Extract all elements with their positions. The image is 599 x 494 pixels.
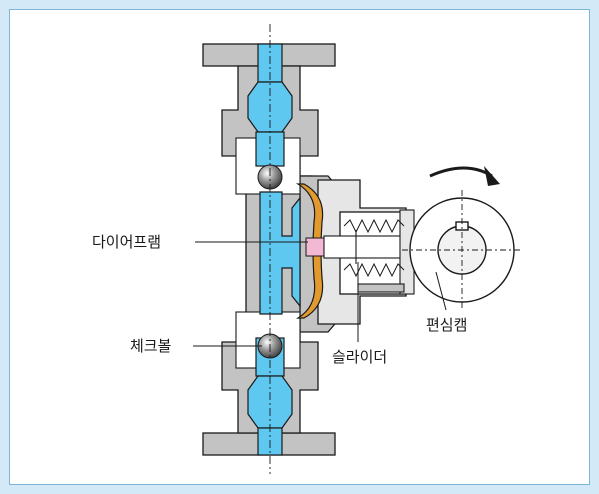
label-diaphragm: 다이어프램 [92, 233, 161, 251]
rotation-arrow-icon [429, 166, 500, 186]
cam-leader [435, 271, 447, 311]
center-passage [259, 191, 301, 315]
return-spring [343, 218, 405, 278]
diaphragm [295, 183, 324, 319]
label-check-ball: 체크볼 [130, 337, 171, 355]
cam-centerlines [402, 190, 522, 310]
lower-bracket [357, 283, 405, 293]
slider-rod [323, 235, 409, 259]
label-eccentric-cam: 편심캠 [426, 316, 467, 334]
label-slider: 슬라이더 [332, 348, 387, 366]
